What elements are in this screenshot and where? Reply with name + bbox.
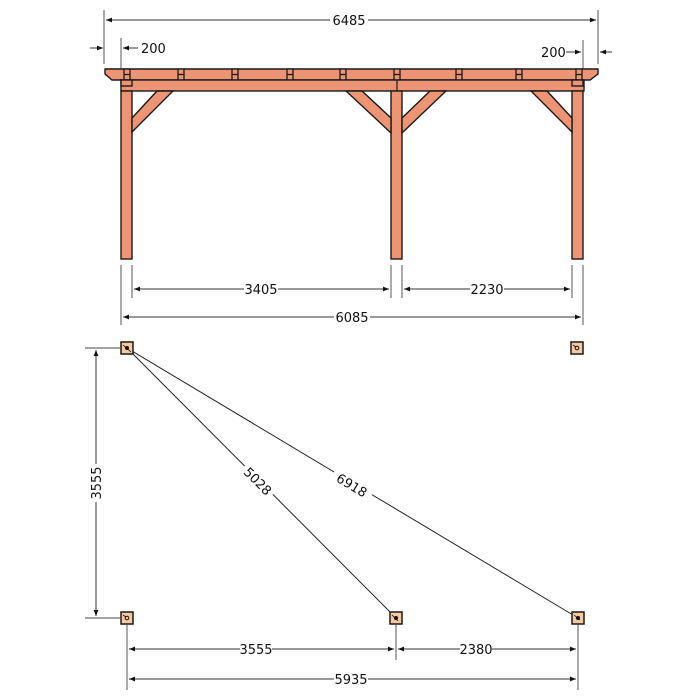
bottom-span-right-label: 2380 <box>459 643 492 658</box>
post-middle <box>390 90 403 260</box>
posts <box>120 90 584 260</box>
overhang-left-label: 200 <box>141 42 166 57</box>
post-foot-icon <box>571 611 585 625</box>
span-left-label: 3405 <box>244 283 277 298</box>
dimension-post-total: 6085 <box>120 265 584 326</box>
overall-width-label: 6485 <box>332 14 365 29</box>
main-beam <box>120 79 585 92</box>
elevation-view: 6485 200 200 <box>90 10 612 326</box>
post-foot-icon <box>120 341 134 355</box>
braces <box>131 90 573 135</box>
post-total-label: 6085 <box>335 311 368 326</box>
post-foot-icon <box>120 611 134 625</box>
post-right <box>571 90 584 260</box>
post-foot-icon <box>570 341 584 355</box>
dimension-overhang-right: 200 <box>541 40 612 82</box>
span-right-label: 2230 <box>470 283 503 298</box>
dimension-bottom-total: 5935 <box>129 673 576 688</box>
diagonals: 5028 6918 <box>126 347 579 619</box>
dimension-overhang-left: 200 <box>90 38 166 82</box>
dimension-post-spans: 3405 2230 <box>131 265 573 298</box>
dimension-depth: 3555 <box>85 347 120 619</box>
plan-view: 5028 6918 3555 <box>85 341 585 690</box>
overhang-right-label: 200 <box>541 46 566 61</box>
post-foot-icon <box>389 611 403 625</box>
rafter-board <box>104 68 599 81</box>
bottom-span-left-label: 3555 <box>239 643 272 658</box>
dimension-bottom-spans: 3555 2380 <box>126 624 579 690</box>
dimension-overall-width: 6485 <box>103 10 599 64</box>
post-left <box>120 90 133 260</box>
bottom-total-label: 5935 <box>334 673 367 688</box>
depth-label: 3555 <box>90 466 105 499</box>
